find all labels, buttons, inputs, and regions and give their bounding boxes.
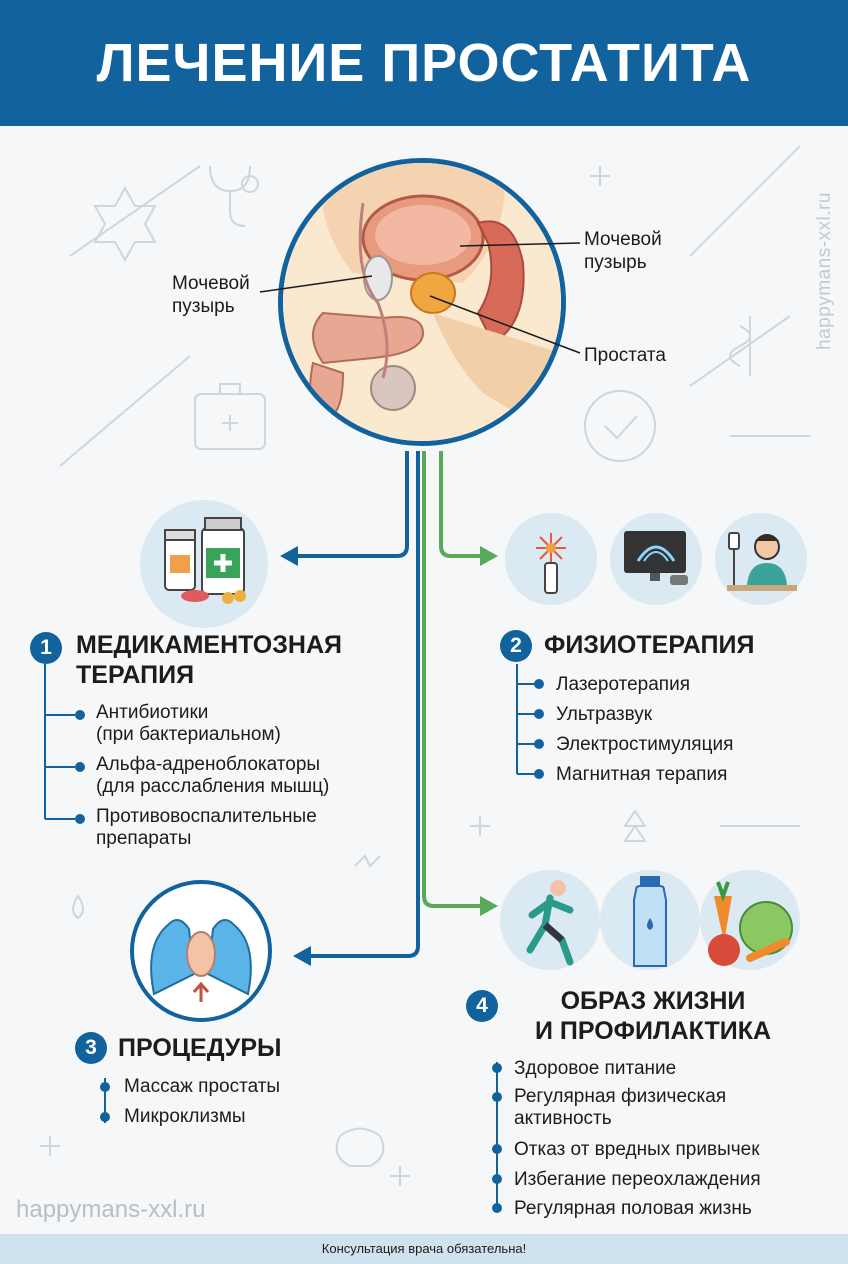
bullet-dot bbox=[534, 709, 544, 719]
bullet-dot bbox=[75, 814, 85, 824]
watermark-bottom: happymans-xxl.ru bbox=[16, 1196, 206, 1223]
bullet-dot bbox=[492, 1203, 502, 1213]
section-2-number: 2 bbox=[500, 630, 532, 662]
background-decoration bbox=[40, 145, 810, 1186]
list-item: Антибиотики (при бактериальном) bbox=[96, 702, 281, 745]
bullet-dot bbox=[534, 769, 544, 779]
page-title: ЛЕЧЕНИЕ ПРОСТАТИТА bbox=[96, 33, 752, 93]
laser-icon bbox=[505, 513, 597, 605]
list-item: Ультразвук bbox=[556, 704, 653, 725]
section-4-number: 4 bbox=[466, 990, 498, 1022]
check-icon-bg bbox=[584, 390, 656, 462]
section-1-list-line bbox=[44, 664, 46, 819]
label-bladder-right: Мочевой пузырь bbox=[584, 229, 662, 273]
section-1-title: МЕДИКАМЕНТОЗНАЯ ТЕРАПИЯ bbox=[76, 631, 342, 689]
section-1-connectors bbox=[45, 714, 75, 820]
hero-label-lines bbox=[259, 242, 581, 354]
bullet-dot bbox=[75, 762, 85, 772]
vegetables-icon bbox=[700, 870, 800, 970]
water-bottle-icon bbox=[600, 870, 700, 970]
bullet-dot bbox=[492, 1144, 502, 1154]
section-4-list-line bbox=[496, 1062, 498, 1207]
list-item: Магнитная терапия bbox=[556, 764, 728, 785]
list-item: Микроклизмы bbox=[124, 1106, 246, 1127]
section-2-list-line bbox=[516, 664, 537, 775]
pelvis-anatomy-icon bbox=[283, 163, 561, 441]
section-3-list: Массаж простаты Микроклизмы bbox=[124, 1075, 280, 1135]
section-4-title: ОБРАЗ ЖИЗНИ И ПРОФИЛАКТИКА bbox=[535, 987, 772, 1045]
section-3-number: 3 bbox=[75, 1032, 107, 1064]
bullet-dot bbox=[534, 739, 544, 749]
gloved-hands-massage-icon bbox=[130, 880, 272, 1022]
section-3-title: ПРОЦЕДУРЫ bbox=[118, 1034, 282, 1062]
section-2-list: Лазеротерапия Ультразвук Электростимуляц… bbox=[556, 673, 733, 793]
header-banner: ЛЕЧЕНИЕ ПРОСТАТИТА bbox=[0, 0, 848, 126]
bullet-dot bbox=[492, 1092, 502, 1102]
list-item: Здоровое питание bbox=[514, 1058, 677, 1079]
section-4-list: Здоровое питание Регулярная физическая а… bbox=[514, 1057, 761, 1226]
list-item: Отказ от вредных привычек bbox=[514, 1139, 760, 1160]
section-2-title: ФИЗИОТЕРАПИЯ bbox=[544, 631, 755, 659]
bullet-dot bbox=[492, 1063, 502, 1073]
bullet-dot bbox=[492, 1174, 502, 1184]
bullet-dot bbox=[534, 679, 544, 689]
bullet-dot bbox=[75, 710, 85, 720]
patient-electrostimulation-icon bbox=[715, 513, 807, 605]
pill-bottles-icon bbox=[140, 500, 268, 628]
list-item: Лазеротерапия bbox=[556, 674, 690, 695]
list-item: Массаж простаты bbox=[124, 1076, 281, 1097]
list-item: Электростимуляция bbox=[556, 734, 734, 755]
anatomy-illustration bbox=[278, 158, 566, 446]
list-item: Регулярная физическая активность bbox=[514, 1086, 727, 1129]
label-prostate: Простата bbox=[584, 345, 666, 366]
bullet-dot bbox=[100, 1112, 110, 1122]
list-item: Регулярная половая жизнь bbox=[514, 1198, 752, 1219]
footer-disclaimer: Консультация врача обязательна! bbox=[0, 1234, 848, 1264]
list-item: Избегание переохлаждения bbox=[514, 1169, 761, 1190]
section-1-number: 1 bbox=[30, 632, 62, 664]
section-1-list: Антибиотики (при бактериальном) Альфа-ад… bbox=[96, 702, 329, 850]
label-bladder-left: Мочевой пузырь bbox=[172, 273, 250, 317]
list-item: Противовоспалительные препараты bbox=[96, 806, 317, 849]
footer-text: Консультация врача обязательна! bbox=[321, 1241, 527, 1256]
bullet-dot bbox=[100, 1082, 110, 1092]
runner-icon bbox=[500, 870, 600, 970]
list-item: Альфа-адреноблокаторы (для расслабления … bbox=[96, 754, 330, 797]
ultrasound-monitor-icon bbox=[610, 513, 702, 605]
